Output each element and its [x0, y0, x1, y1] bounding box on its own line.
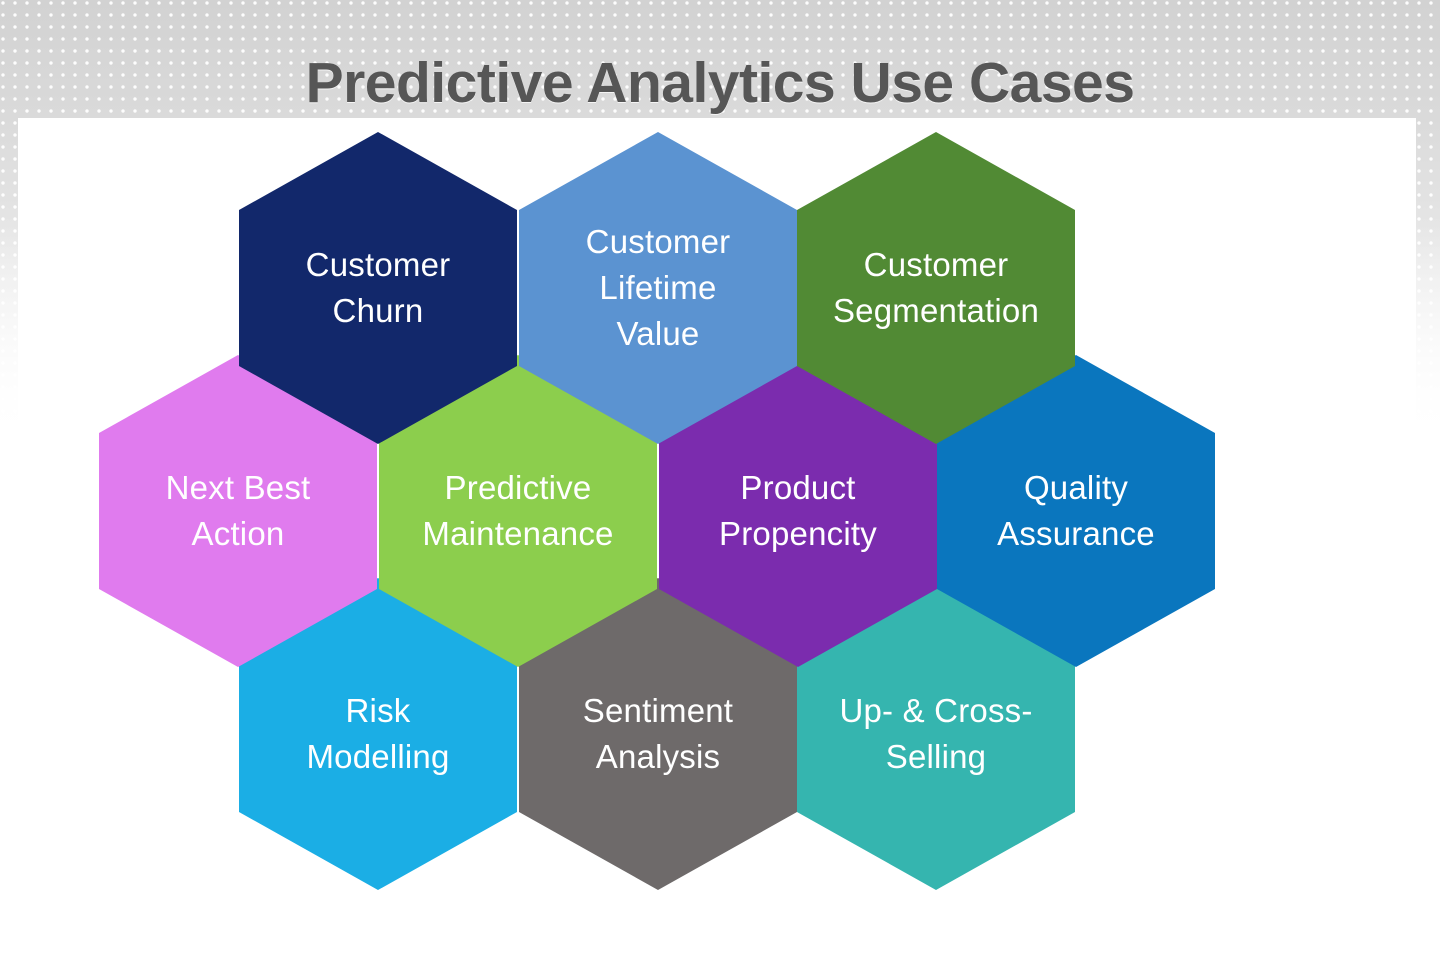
hex-label: Product Propencity	[719, 469, 877, 552]
hex-label: Sentiment Analysis	[582, 692, 734, 775]
hex-label: Customer Churn	[305, 246, 451, 329]
hex-label: Predictive Maintenance	[422, 469, 614, 552]
hex-label: Up- & Cross- Selling	[839, 692, 1033, 775]
hex-label: Customer Segmentation	[832, 246, 1040, 329]
hex-label: Risk Modelling	[306, 692, 450, 775]
hex-label: Next Best Action	[165, 469, 311, 552]
hex-label: Customer Lifetime Value	[585, 223, 731, 352]
page-title: Predictive Analytics Use Cases	[305, 51, 1135, 115]
hex-label: Quality Assurance	[997, 469, 1155, 552]
